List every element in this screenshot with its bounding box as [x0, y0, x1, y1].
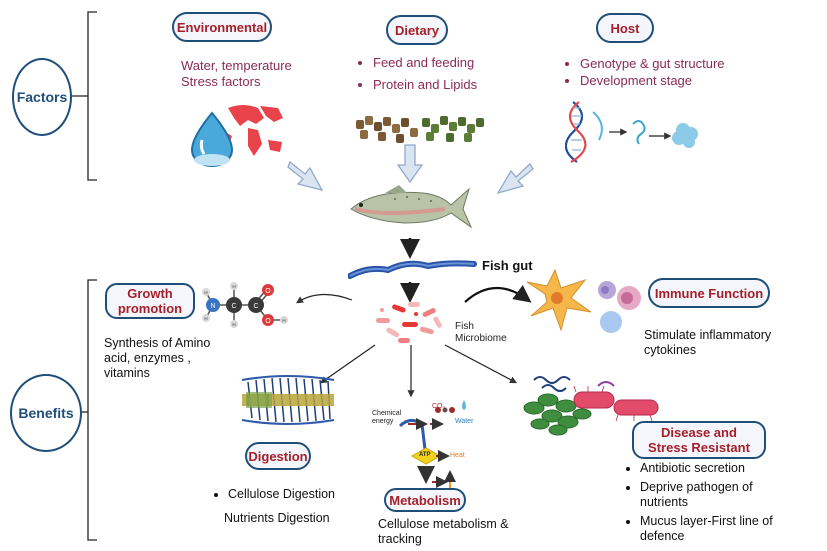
- dna-to-protein-icon: [565, 101, 698, 163]
- atom-c2: C: [253, 303, 258, 310]
- metabolism-title: Metabolism: [384, 488, 466, 512]
- digestion-plain-text: Nutrients Digestion: [224, 511, 330, 525]
- environmental-text: Water, temperature Stress factors: [181, 58, 292, 89]
- microbiome-label: Fish Microbiome: [455, 321, 507, 344]
- atom-n: N: [210, 303, 215, 310]
- factors-label: Factors: [16, 89, 68, 105]
- factors-oval: Factors: [12, 58, 72, 136]
- fish-icon: [350, 185, 473, 229]
- digestion-title: Digestion: [245, 442, 311, 470]
- atom-h3: H: [232, 284, 235, 289]
- fish-gut-icon: [348, 260, 477, 279]
- arrow-to-growth: [295, 293, 353, 304]
- arrow-host-to-fish: [496, 162, 534, 195]
- heat-label: Heat: [450, 452, 465, 459]
- fish-gut-label: Fish gut: [482, 258, 533, 273]
- metabolism-energy-icon: [398, 400, 466, 488]
- dietary-list: Feed and feeding Protein and Lipids: [355, 55, 543, 96]
- growth-promotion-text: Synthesis of Amino acid, enzymes , vitam…: [104, 336, 211, 380]
- digestion-list: Cellulose Digestion: [210, 487, 388, 505]
- immune-function-text: Stimulate inflammatory cytokines: [644, 328, 772, 357]
- atom-h4: H: [232, 322, 235, 327]
- atom-o1: O: [265, 288, 271, 295]
- disease-resistance-list: Antibiotic secretion Deprive pathogen of…: [622, 461, 775, 548]
- microbiome-icon: [376, 302, 442, 343]
- atom-h5: H: [282, 318, 285, 323]
- arrow-env-to-fish: [287, 160, 324, 191]
- arrow-to-digestion: [320, 344, 376, 384]
- disease-resistance-title: Disease and Stress Resistant: [632, 421, 766, 459]
- atom-c1: C: [231, 303, 236, 310]
- host-list: Genotype & gut structure Development sta…: [562, 56, 770, 92]
- feed-pellets-icon: [356, 116, 484, 143]
- bacteria-cluster-icon: [523, 376, 659, 436]
- arrow-diet-to-fish: [396, 144, 424, 184]
- factors-bracket: [87, 11, 97, 181]
- cellulose-fiber-icon: [241, 375, 335, 425]
- water-label: Water: [455, 418, 474, 425]
- arrow-to-disease: [444, 344, 518, 384]
- environmental-title: Environmental: [172, 12, 272, 42]
- benefits-label: Benefits: [18, 405, 74, 421]
- atom-o2: O: [265, 318, 271, 325]
- growth-promotion-title: Growth promotion: [105, 283, 195, 319]
- co2-label: CO2: [432, 403, 446, 413]
- host-title: Host: [596, 13, 654, 43]
- arrow-to-immune: [464, 285, 532, 303]
- benefits-oval: Benefits: [10, 374, 82, 452]
- dietary-title: Dietary: [386, 15, 448, 45]
- immune-cells-icon: [526, 268, 641, 333]
- amino-acid-molecule-icon: N C C O O H H H H H: [202, 282, 288, 328]
- atom-h1: H: [204, 290, 207, 295]
- metabolism-text: Cellulose metabolism & tracking: [378, 517, 509, 546]
- atom-h2: H: [204, 316, 207, 321]
- immune-function-title: Immune Function: [648, 278, 770, 308]
- water-drop-icon: [190, 111, 234, 167]
- benefits-bracket: [87, 279, 97, 541]
- chemical-energy-label: Chemical energy: [372, 410, 402, 425]
- atp-label: ATP: [419, 452, 431, 458]
